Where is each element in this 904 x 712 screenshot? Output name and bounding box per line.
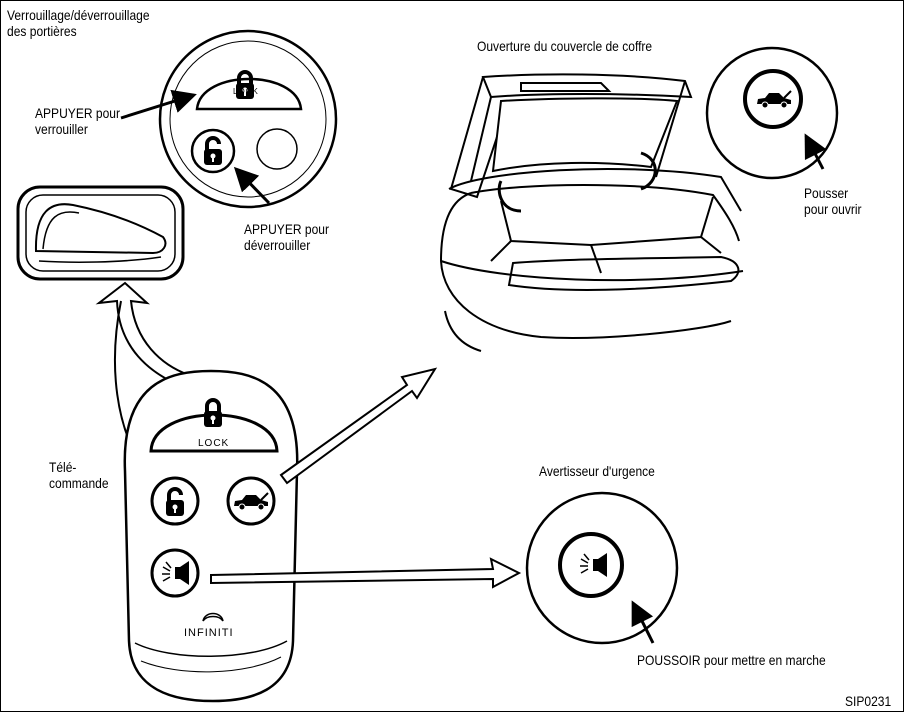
arrow-to-panic-alarm bbox=[210, 557, 522, 589]
arrow-to-trunk bbox=[279, 367, 438, 485]
pointer-arrow-icon bbox=[233, 166, 271, 205]
pointer-arrow-icon bbox=[120, 89, 197, 120]
press-unlock-label: APPUYER pour déverrouiller bbox=[244, 221, 329, 253]
press-lock-label: APPUYER pour verrouiller bbox=[35, 105, 120, 137]
arrow-to-door-handle bbox=[95, 281, 190, 386]
trunk-title: Ouverture du couvercle de coffre bbox=[477, 38, 653, 54]
panic-alarm-button[interactable] bbox=[558, 532, 624, 598]
trunk-button-detail bbox=[705, 46, 839, 180]
key-lock-text: LOCK bbox=[233, 87, 259, 96]
door-handle-illustration bbox=[16, 185, 185, 281]
remote-label: Télé- commande bbox=[49, 459, 109, 491]
panic-title: Avertisseur d'urgence bbox=[539, 463, 655, 479]
push-open-label: Pousser pour ouvrir bbox=[804, 185, 862, 217]
car-open-trunk-illustration bbox=[440, 73, 744, 352]
remote-key-fob bbox=[123, 369, 299, 703]
remote-brand: INFINITI bbox=[184, 627, 234, 639]
pointer-arrow-icon bbox=[804, 133, 827, 170]
key-detail-circle bbox=[158, 29, 338, 209]
figure-code: SIP0231 bbox=[845, 693, 892, 709]
infiniti-logo-icon bbox=[202, 612, 224, 622]
remote-lock-text: LOCK bbox=[198, 438, 230, 449]
panic-push-label: POUSSOIR pour mettre en marche bbox=[637, 652, 826, 668]
panic-button-detail bbox=[525, 491, 679, 645]
pointer-arrow-icon bbox=[631, 600, 655, 644]
door-lock-title: Verrouillage/déverrouillage des portière… bbox=[7, 7, 150, 39]
